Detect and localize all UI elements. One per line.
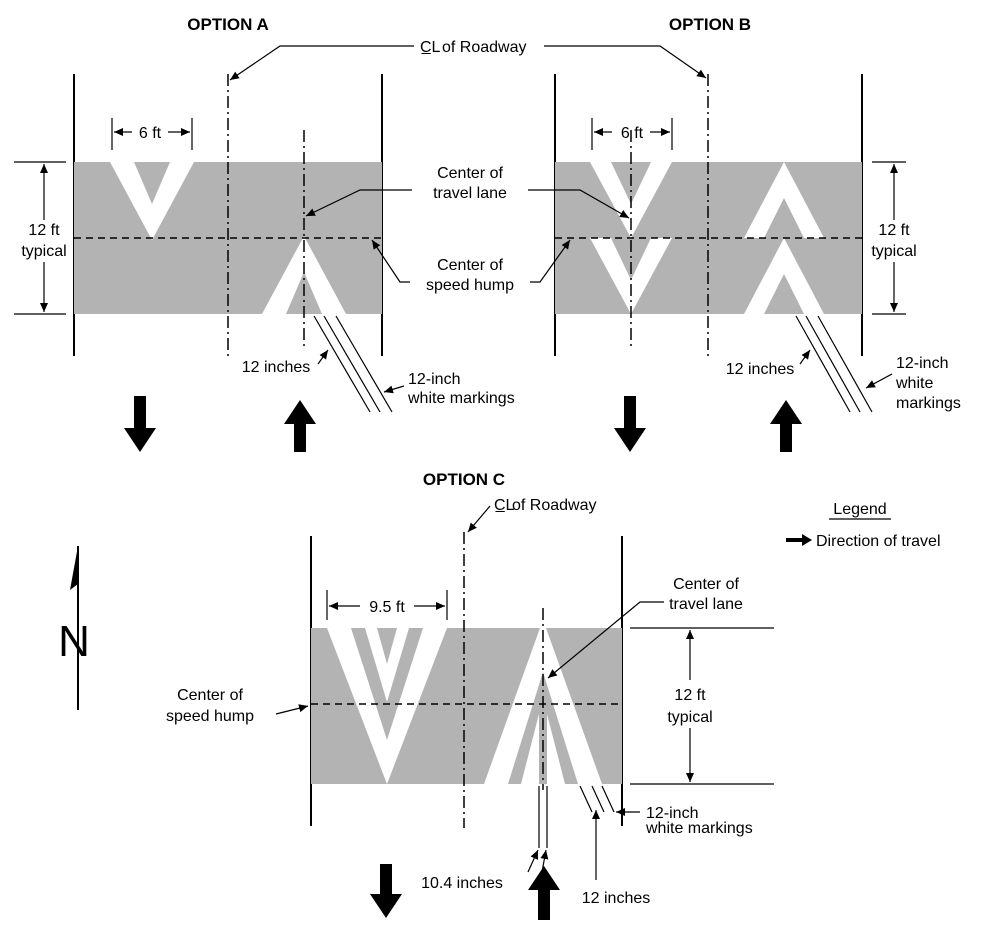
option-a-center-travel-lane-leader (305, 189, 412, 217)
option-c-gap-arrow-left (527, 849, 539, 873)
option-b-center-travel-lane-leader (528, 189, 630, 219)
option-b-markings-label-1: 12-inch (896, 355, 948, 372)
option-c-gap-label: 10.4 inches (421, 875, 503, 892)
option-a-spacing-arrow (317, 349, 329, 365)
option-c-roadway-centerline-text: of Roadway (512, 497, 597, 514)
option-b-chevron-up-2 (744, 238, 824, 314)
option-c-marking-ext-2 (591, 785, 605, 813)
option-b-height-label-1: 12 ft (878, 222, 910, 239)
option-b: OPTION B 6 ft 12 ft typical 12 inch (528, 15, 961, 452)
legend: Legend Direction of travel (786, 501, 941, 550)
option-c-height-label-1: 12 ft (674, 687, 706, 704)
option-b-marking-ext-1 (795, 315, 851, 413)
option-c-markings-label-2: white markings (645, 820, 753, 837)
option-a-title: OPTION A (187, 15, 269, 34)
roadway-centerline-leader-left (229, 45, 414, 81)
roadway-centerline-text: of Roadway (442, 39, 527, 56)
option-c: OPTION C C̲L of Roadway 9.5 ft 12 ft typ… (166, 470, 774, 920)
option-a-markings-arrow (383, 385, 405, 394)
option-c-roadway-centerline-symbol: C̲L (494, 497, 515, 514)
option-c-marking-ext-1 (579, 785, 593, 813)
option-c-markings-label-1: 12-inch (646, 805, 698, 822)
option-a-markings-label-2: white markings (407, 390, 515, 407)
option-a-center-travel-lane-label-1: Center of (437, 165, 503, 182)
option-b-width-label: 6 ft (621, 125, 644, 142)
legend-direction-arrow-icon (786, 534, 812, 546)
option-c-center-speed-hump-label-1: Center of (177, 687, 243, 704)
legend-title: Legend (833, 501, 886, 518)
option-c-spacing-label: 12 inches (582, 890, 651, 907)
option-c-center-travel-lane-leader (547, 601, 664, 679)
option-b-marking-ext-3 (817, 315, 873, 413)
option-b-southbound-arrow-icon (614, 396, 646, 452)
option-c-chevron-up-inner-left (521, 714, 539, 784)
option-a-height-label-2: typical (21, 243, 66, 260)
option-c-width-label: 9.5 ft (369, 599, 405, 616)
option-a-width-label: 6 ft (139, 125, 162, 142)
option-b-chevron-down-1 (590, 162, 672, 238)
north-label: N (58, 617, 90, 666)
option-c-chevron-up-inner-right (547, 714, 565, 784)
option-a-marking-ext-1 (313, 315, 371, 413)
option-b-markings-label-2: white (895, 375, 933, 392)
roadway-centerline-leader-right (544, 45, 707, 79)
option-b-height-label-2: typical (871, 243, 916, 260)
option-c-chevron-up-outer (484, 628, 602, 784)
option-c-chevron-down-outer (327, 628, 447, 784)
option-c-chevron-down-inner (365, 628, 409, 702)
option-b-chevron-up-1 (744, 162, 824, 238)
option-a-height-label-1: 12 ft (28, 222, 60, 239)
option-a: OPTION A 6 ft 12 ft typical Center of tr… (14, 15, 515, 452)
option-c-marking-ext-3 (601, 785, 615, 813)
option-a-center-speed-hump-label-1: Center of (437, 257, 503, 274)
option-a-chevron-down (110, 162, 194, 240)
north-arrow-head-icon (70, 546, 78, 590)
option-c-center-travel-lane-label-2: travel lane (669, 596, 743, 613)
option-a-spacing-label: 12 inches (242, 359, 311, 376)
option-c-height-label-2: typical (667, 709, 712, 726)
option-a-chevron-up (262, 236, 346, 314)
option-a-center-speed-hump-leader (371, 239, 410, 283)
option-a-southbound-arrow-icon (124, 396, 156, 452)
option-a-markings-label-1: 12-inch (408, 371, 460, 388)
option-b-northbound-arrow-icon (770, 400, 802, 452)
roadway-centerline-label: C̲L of Roadway (229, 39, 707, 81)
option-a-center-travel-lane-label-2: travel lane (433, 185, 507, 202)
option-c-center-speed-hump-label-2: speed hump (166, 708, 254, 725)
option-b-spacing-arrow (799, 349, 811, 365)
option-c-title: OPTION C (423, 470, 505, 489)
option-b-chevron-down-2 (590, 238, 672, 314)
option-b-spacing-label: 12 inches (726, 361, 795, 378)
option-b-markings-arrow (865, 373, 893, 389)
option-a-marking-ext-2 (323, 315, 381, 413)
option-c-center-speed-hump-leader (275, 704, 309, 715)
option-c-northbound-arrow-icon (528, 866, 560, 920)
legend-item-label: Direction of travel (816, 533, 941, 550)
option-b-marking-ext-2 (805, 315, 861, 413)
option-a-northbound-arrow-icon (284, 400, 316, 452)
roadway-centerline-symbol: C̲L (420, 39, 441, 56)
option-b-markings-label-3: markings (896, 395, 961, 412)
north-arrow: N (58, 546, 90, 710)
option-b-title: OPTION B (669, 15, 751, 34)
option-a-marking-ext-3 (335, 315, 393, 413)
option-c-center-travel-lane-label-1: Center of (673, 576, 739, 593)
option-c-roadway-centerline-leader (467, 505, 491, 533)
option-a-center-speed-hump-label-2: speed hump (426, 277, 514, 294)
option-c-southbound-arrow-icon (370, 864, 402, 918)
option-b-center-speed-hump-leader (530, 239, 571, 283)
